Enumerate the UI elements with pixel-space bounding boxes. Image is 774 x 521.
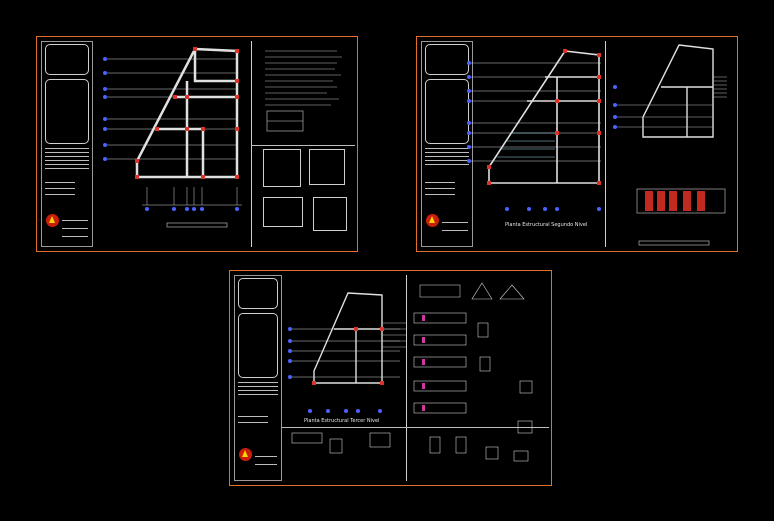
floor-plan-drawing xyxy=(103,47,342,228)
plan-caption: Planta Estructural Tercer Nivel xyxy=(304,418,380,424)
plan-caption: Planta Estructural Segundo Nivel xyxy=(505,222,588,228)
floor-plan-drawing xyxy=(288,282,533,462)
title-box-middle xyxy=(425,79,469,144)
drawing-sheet-3[interactable]: Planta Estructural Tercer Nivel xyxy=(229,270,552,486)
company-logo-icon xyxy=(239,448,252,461)
footing-detail-3 xyxy=(263,197,303,227)
footing-detail-2 xyxy=(309,149,345,185)
title-box-top xyxy=(238,278,278,309)
title-box-middle xyxy=(238,313,278,378)
title-box-top xyxy=(45,44,89,75)
title-box-top xyxy=(425,44,469,75)
title-box-middle xyxy=(45,79,89,144)
company-logo-icon xyxy=(426,214,439,227)
title-block xyxy=(234,275,282,481)
footing-detail-4 xyxy=(313,197,347,231)
footing-detail-1 xyxy=(263,149,301,187)
drawing-sheet-2[interactable]: Planta Estructural Segundo Nivel xyxy=(416,36,738,252)
title-block xyxy=(41,41,93,247)
title-block xyxy=(421,41,473,247)
floor-plan-drawing xyxy=(467,44,727,246)
drawing-sheet-1[interactable] xyxy=(36,36,358,252)
company-logo-icon xyxy=(46,214,59,227)
